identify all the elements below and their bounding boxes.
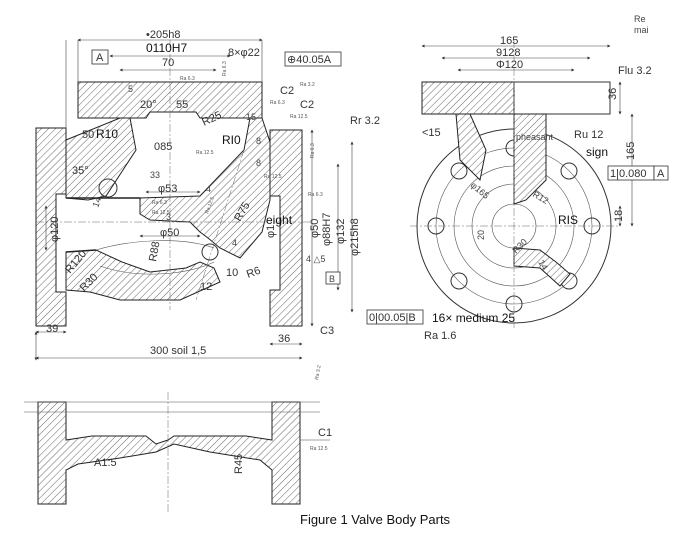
- dim-phi1: φ1: [265, 225, 277, 238]
- dim-70: 70: [162, 57, 174, 69]
- ra-mark-11: Ra 3.2: [300, 82, 315, 88]
- ra-mark-2: Ra 6.3: [222, 61, 228, 76]
- datum-b: B: [329, 274, 335, 284]
- datum-a-side: A: [657, 168, 665, 180]
- ra-mark-7: Ra 6.3: [308, 192, 323, 198]
- dim-phi120-side: Φ120: [496, 59, 523, 71]
- ra-mark-8: Ra 12.5: [204, 196, 216, 215]
- dim-phi50-b: φ50: [309, 219, 321, 238]
- label-ru-12: Ru 12: [574, 129, 603, 141]
- dim-110h7: 0110H7: [146, 41, 187, 55]
- tolerance-side: 1|0.080: [610, 168, 647, 180]
- ra-mark-10: Ra 12.5: [152, 210, 170, 216]
- dim-3: 3: [166, 212, 171, 222]
- dim-165-b: 165: [625, 142, 637, 160]
- dim-8-b: 8: [256, 158, 261, 168]
- dim-r12: R12: [531, 189, 550, 206]
- dim-20-side: 20: [476, 230, 486, 240]
- label-r10: R10: [96, 127, 118, 141]
- dim-14-side: 14: [536, 258, 550, 272]
- dim-phi165: φ165: [469, 180, 491, 201]
- label-ris: RIS: [558, 213, 578, 227]
- dim-14-main: 14: [90, 196, 103, 209]
- corner-note-line-2: mai: [634, 25, 649, 35]
- dim-36-main: 36: [278, 333, 290, 345]
- figure-caption: Figure 1 Valve Body Parts: [300, 512, 451, 527]
- dim-39: 39: [46, 323, 58, 335]
- dim-10: 10: [226, 267, 238, 279]
- corner-note-line-1: Re: [634, 14, 646, 24]
- dim-4-a: 4: [206, 184, 211, 194]
- dim-15: 15: [246, 112, 256, 122]
- dim-18: 18: [613, 210, 625, 222]
- dim-5: 5: [128, 84, 133, 94]
- chamfer-c3: C3: [320, 325, 334, 337]
- dim-35deg: 35°: [72, 165, 89, 177]
- ra-mark-1: Ra 6.3: [180, 76, 195, 82]
- dim-55: 55: [176, 99, 188, 111]
- chamfer-c2-a: C2: [280, 85, 294, 97]
- ra-mark-12: Ra 12.5: [196, 150, 214, 156]
- dim-12: 12: [200, 281, 212, 293]
- dim-8-a: 8: [256, 136, 261, 146]
- dim-4-b: 4: [232, 238, 237, 248]
- ra-lower: Ra 12.5: [310, 446, 328, 452]
- dim-50: 50: [82, 129, 94, 141]
- dim-33: 33: [150, 170, 160, 180]
- dim-phi132: φ132: [335, 219, 347, 245]
- ra-mark-4: Ra 12.5: [290, 114, 308, 120]
- roughness-rr-3-2: Rr 3.2: [350, 115, 380, 127]
- label-ri0: RI0: [222, 133, 241, 147]
- dim-15-side: <15: [422, 127, 441, 139]
- dim-r6: R6: [245, 265, 262, 281]
- dim-8x-phi22: 8×φ22: [228, 47, 260, 59]
- dim-r88: R88: [147, 241, 162, 263]
- section-a-scale: A1:5: [94, 457, 117, 469]
- dim-phi50-a: φ50: [160, 227, 179, 239]
- dim-9128: 9128: [496, 47, 520, 59]
- dim-phi53: φ53: [158, 183, 177, 195]
- dim-phi215h8: φ215h8: [349, 218, 361, 256]
- position-tolerance-main: ⊕40.05A: [287, 54, 332, 66]
- dim-85: 085: [154, 141, 172, 153]
- datum-a-main: A: [96, 52, 104, 64]
- dim-20deg: 20°: [140, 99, 157, 111]
- dim-phi88h7: φ88H7: [321, 213, 333, 246]
- chamfer-c2-b: C2: [300, 99, 314, 111]
- roughness-flu-3-2: Flu 3.2: [618, 65, 652, 77]
- main-section-view: A ⊕40.05A B 0|00.05|B •205h8 0110H7 70 8…: [34, 29, 424, 381]
- ra-mark-6: Ra 3.2: [314, 365, 323, 381]
- label-sign: sign: [586, 145, 608, 159]
- dim-36-side: 36: [607, 88, 619, 100]
- lower-section-view: A1:5 R45 C1 Ra 12.5: [24, 392, 332, 512]
- roughness-ra-1-6: Ra 1.6: [424, 330, 456, 342]
- ra-mark-9: Ra 6.3: [152, 200, 167, 206]
- ra-mark-3: Ra 6.3: [270, 100, 285, 106]
- chamfer-c1: C1: [318, 427, 332, 439]
- dim-300-overall: 300 soil 1,5: [150, 345, 206, 357]
- label-pheasant: pheasant: [516, 132, 554, 142]
- side-view: 165 9128 Φ120 36 165 18 <15 φ165 R12 R30…: [410, 35, 669, 342]
- label-holes: 16× medium 25: [432, 311, 515, 325]
- runout-tolerance-b: 0|00.05|B: [369, 312, 416, 324]
- ra-mark-5: Ra 6.3: [310, 143, 316, 158]
- dim-4-5: 4 △5: [306, 254, 325, 264]
- dim-r45: R45: [233, 454, 245, 474]
- dim-165-a: 165: [500, 35, 518, 47]
- label-eight: eight: [266, 213, 293, 227]
- dim-205h8: •205h8: [146, 29, 180, 41]
- dim-phi120-main: φ120: [49, 217, 61, 243]
- ra-mark-13: Ra 12.5: [264, 174, 282, 180]
